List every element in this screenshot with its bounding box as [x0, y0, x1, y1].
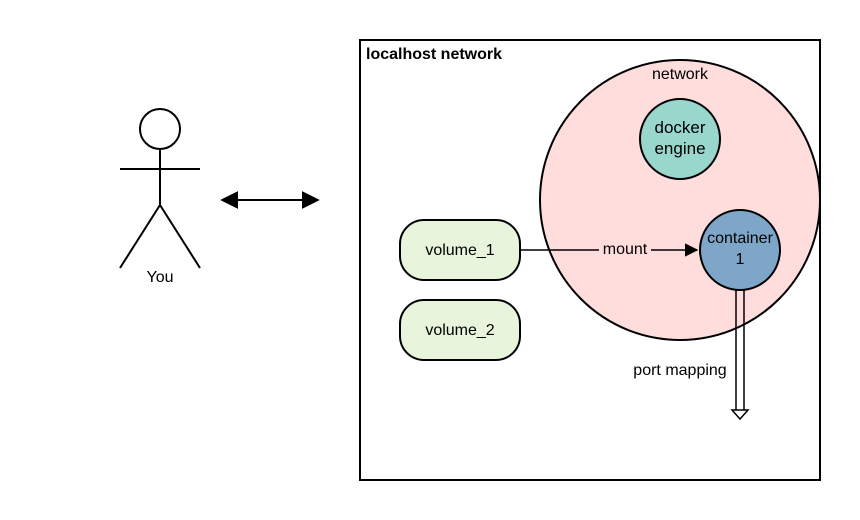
actor-right-leg	[159, 204, 201, 269]
docker-engine-node	[639, 98, 721, 180]
volume-2-node	[399, 299, 521, 361]
volume-1-label: volume_1	[425, 242, 494, 259]
volume-2-label: volume_2	[425, 322, 494, 339]
actor-left-leg	[119, 204, 161, 269]
docker-engine-label-line2: engine	[654, 139, 705, 158]
mount-label: mount	[603, 241, 648, 258]
container-node	[699, 209, 781, 291]
port-mapping-label: port mapping	[633, 362, 726, 379]
localhost-network-title: localhost network	[366, 46, 502, 63]
port-mapping-arrow	[730, 289, 750, 421]
container-label-line1: container	[707, 230, 773, 247]
network-label: network	[652, 66, 709, 83]
actor-you: You	[119, 108, 201, 286]
docker-engine-label-line1: docker	[654, 118, 705, 137]
container-label-line2: 1	[736, 251, 745, 268]
mount-label-bg	[599, 240, 651, 258]
actor-head	[139, 108, 181, 150]
actor-label: You	[147, 269, 174, 286]
